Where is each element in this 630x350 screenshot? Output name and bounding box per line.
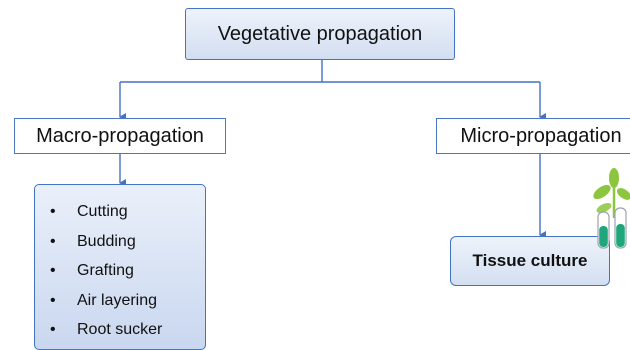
list-item: Cutting <box>35 197 205 227</box>
micro-label: Micro-propagation <box>460 124 622 147</box>
list-item: Budding <box>35 227 205 257</box>
micro-propagation-node: Micro-propagation <box>436 118 630 154</box>
macro-label: Macro-propagation <box>36 124 204 147</box>
list-item: Grafting <box>35 256 205 286</box>
tissue-culture-label: Tissue culture <box>472 251 588 270</box>
root-node: Vegetative propagation <box>185 8 455 60</box>
macro-methods-list: Cutting Budding Grafting Air layering Ro… <box>34 184 206 350</box>
list-item: Air layering <box>35 286 205 316</box>
macro-propagation-node: Macro-propagation <box>14 118 226 154</box>
root-label: Vegetative propagation <box>217 22 423 45</box>
plant-test-tube-icon <box>593 168 630 249</box>
list-item: Root sucker <box>35 315 205 345</box>
tissue-culture-node: Tissue culture <box>450 236 610 286</box>
